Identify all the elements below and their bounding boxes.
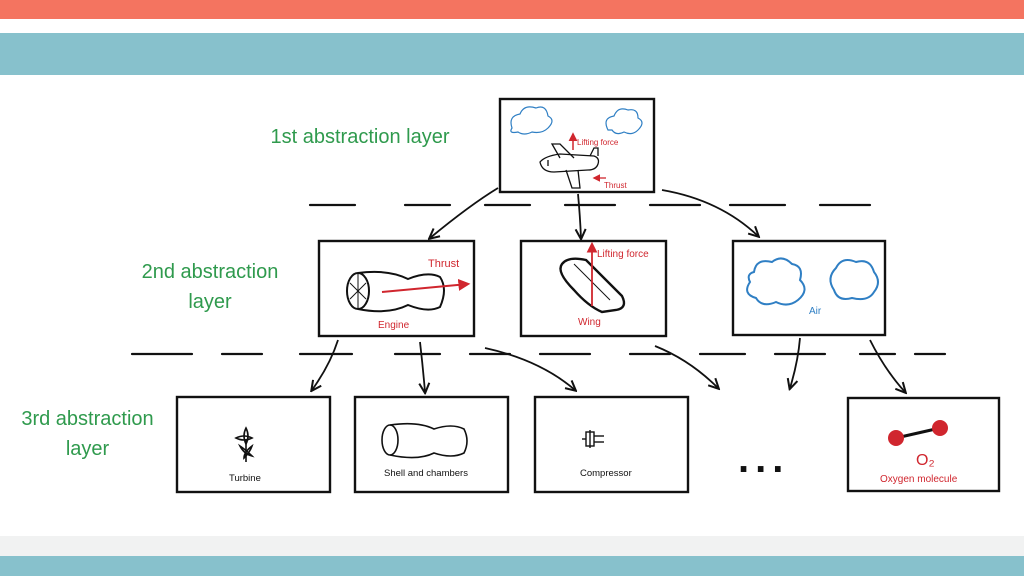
arrow-air-to-oxygen <box>869 339 905 392</box>
arrow-engine-to-shell <box>420 341 425 392</box>
airplane-icon <box>539 143 600 189</box>
oxygen-caption: Oxygen molecule <box>880 474 958 485</box>
cloud-icon <box>605 108 643 135</box>
oxygen-molecule-icon <box>888 420 948 446</box>
arrow-engine-to-turbine <box>312 339 339 390</box>
air-box: Air <box>731 239 887 337</box>
wing-box: Lifting force Wing <box>519 239 668 338</box>
arrow-wing-to-ellipsis <box>654 345 718 388</box>
wing-lift-label: Lifting force <box>597 249 649 260</box>
airplane-box: Lifting force Thrust <box>498 97 656 194</box>
oxygen-formula: O₂ <box>916 452 935 469</box>
air-caption: Air <box>809 306 822 317</box>
layer-2-label: 2nd abstraction layer <box>141 261 279 313</box>
header-color-band <box>0 33 1024 75</box>
top-color-band <box>0 0 1024 19</box>
turbine-icon <box>234 426 255 462</box>
arrow-airplane-to-engine <box>430 187 499 238</box>
layer-3-label: 3rd abstraction layer <box>21 408 154 460</box>
airplane-lift-label: Lifting force <box>577 138 619 147</box>
compressor-caption: Compressor <box>580 468 632 479</box>
layer-1-label: 1st abstraction layer <box>270 126 450 148</box>
turbine-box: Turbine <box>175 395 332 494</box>
shell-caption: Shell and chambers <box>384 468 468 479</box>
wing-icon <box>559 257 626 314</box>
engine-box: Thrust Engine <box>317 239 476 338</box>
footer-gray-band <box>0 536 1024 556</box>
engine-thrust-label: Thrust <box>428 258 459 270</box>
arrow-airplane-to-air <box>661 189 758 236</box>
turbine-caption: Turbine <box>229 473 261 484</box>
shell-box: Shell and chambers <box>353 395 510 494</box>
engine-thrust-arrow <box>381 278 471 293</box>
cloud-icon <box>829 259 879 301</box>
shell-icon <box>381 422 468 459</box>
compressor-box: Compressor <box>533 395 690 494</box>
engine-icon <box>346 270 445 313</box>
cloud-icon <box>510 106 553 135</box>
engine-caption: Engine <box>378 320 410 331</box>
footer-color-band <box>0 556 1024 576</box>
arrow-engine-to-compressor <box>484 347 575 390</box>
compressor-icon <box>582 430 604 448</box>
ellipsis: ... <box>738 437 789 481</box>
oxygen-box: O₂ Oxygen molecule <box>846 396 1001 493</box>
wing-caption: Wing <box>578 317 601 328</box>
airplane-thrust-label: Thrust <box>604 181 627 190</box>
arrow-airplane-to-wing <box>578 193 581 238</box>
cloud-icon <box>746 257 806 306</box>
arrow-air-to-ellipsis <box>790 337 801 388</box>
